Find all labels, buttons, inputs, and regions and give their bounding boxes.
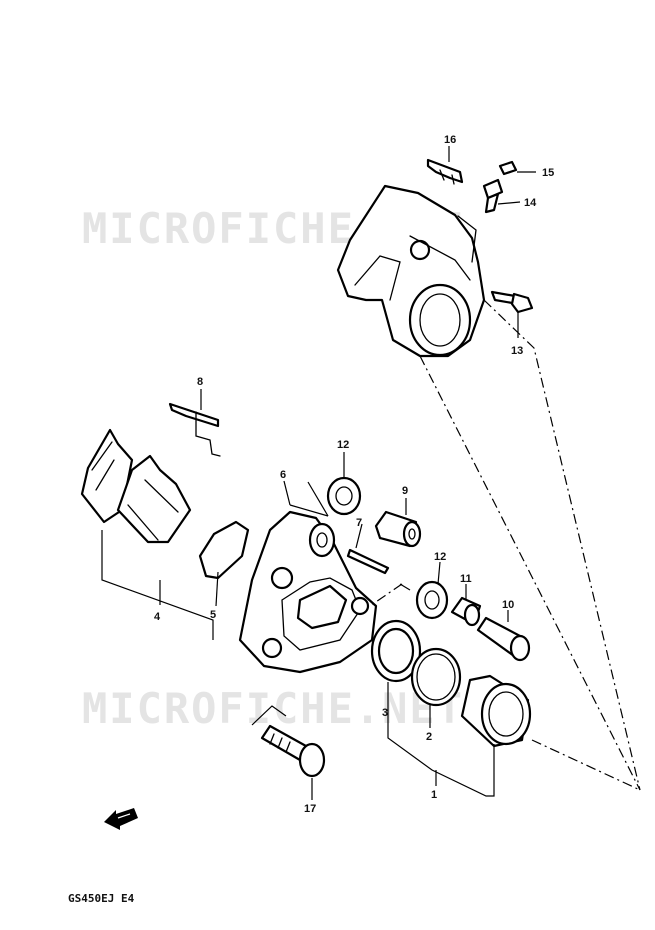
callout-3: 3 [382, 707, 388, 719]
callout-12-upper: 12 [337, 439, 349, 451]
brake-pad-right [116, 454, 192, 544]
slide-sleeve [374, 510, 422, 548]
callout-10: 10 [502, 599, 514, 611]
callout-15: 15 [542, 167, 554, 179]
dust-boot-lower [415, 580, 449, 620]
pad-spring-lower [168, 402, 221, 457]
pad-spring-upper [426, 158, 464, 185]
slide-pin [476, 616, 531, 662]
dust-boot-upper [326, 476, 362, 516]
upper-caliper-assembly [336, 184, 486, 358]
pad-shim [198, 520, 250, 580]
bleeder-cap [498, 160, 518, 176]
piston [460, 674, 532, 748]
caliper-mounting-bolt [260, 724, 326, 778]
pad-pin [346, 548, 390, 575]
slide-sleeve-small [450, 596, 482, 627]
callout-14: 14 [524, 197, 537, 209]
callout-7: 7 [356, 517, 362, 529]
callout-13: 13 [511, 345, 523, 357]
piston-seal [410, 647, 462, 707]
bleeder-valve [482, 178, 504, 214]
leader-lines [101, 146, 536, 800]
caliper-bolt-upper [490, 290, 534, 314]
callout-8: 8 [197, 376, 203, 388]
front-direction-arrow-icon [104, 808, 138, 830]
callout-6: 6 [280, 469, 286, 481]
callout-11: 11 [460, 573, 472, 585]
callout-2: 2 [426, 731, 432, 743]
dust-seal [370, 619, 422, 683]
callout-4: 4 [154, 611, 161, 623]
caliper-body [238, 510, 378, 674]
callout-1: 1 [431, 789, 437, 801]
callout-5: 5 [210, 609, 216, 621]
callout-12-lower: 12 [434, 551, 446, 563]
watermark-bottom: MICROFICHE.NET [82, 684, 464, 733]
callout-16: 16 [444, 134, 456, 146]
assembly-dash-lines [369, 299, 641, 791]
callout-17: 17 [304, 803, 316, 815]
callout-9: 9 [402, 485, 408, 497]
diagram-code-label: GS450EJ E4 [68, 892, 135, 905]
